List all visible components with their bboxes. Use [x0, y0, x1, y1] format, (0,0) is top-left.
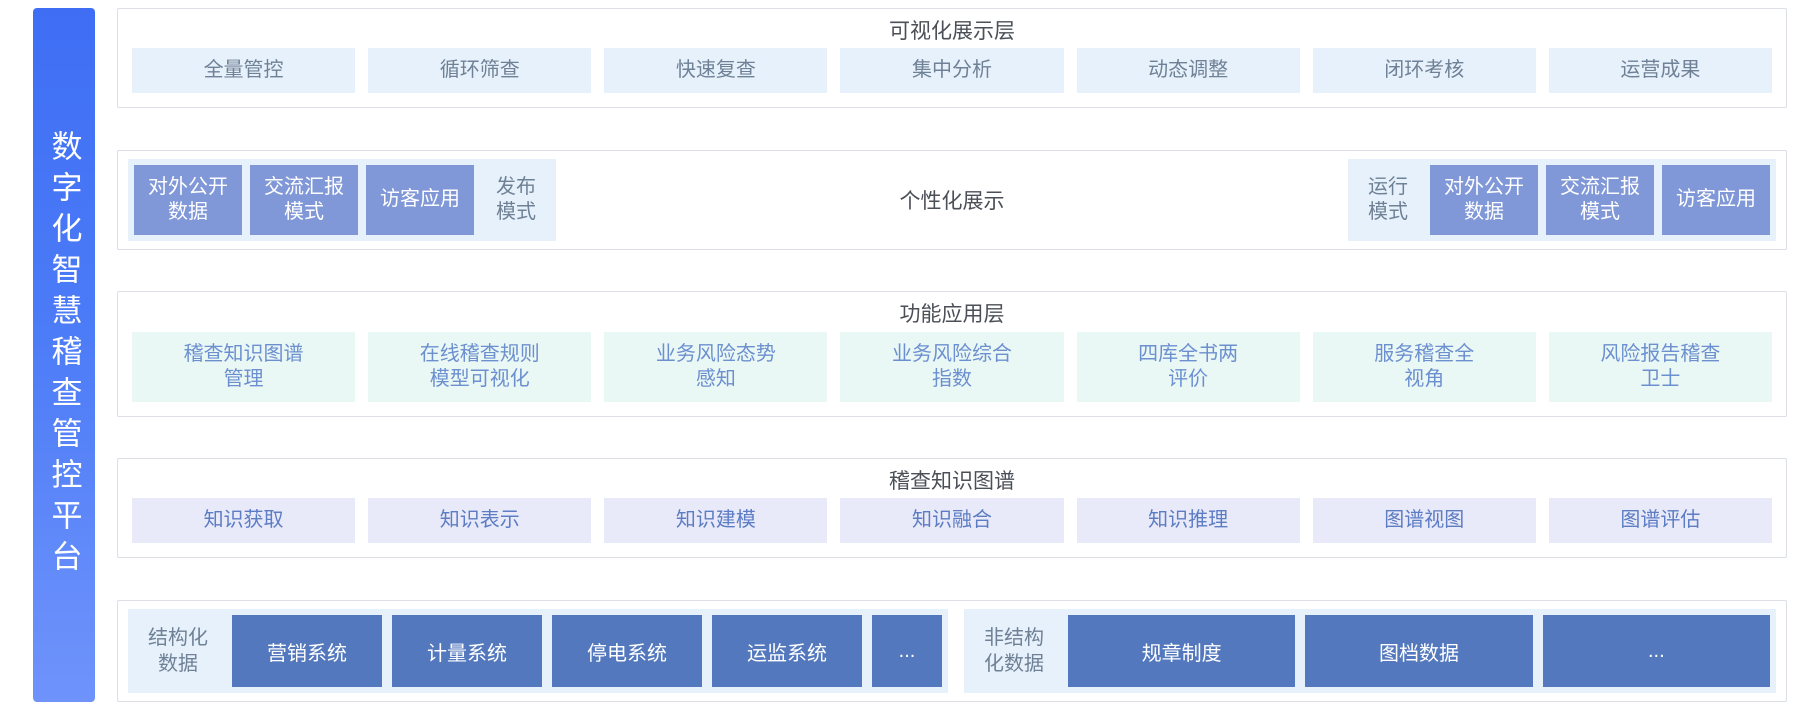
- data-box-unstructured-1[interactable]: 图档数据: [1305, 615, 1533, 687]
- data-box-unstructured-0[interactable]: 规章制度: [1068, 615, 1296, 687]
- data-box-unstructured-more[interactable]: ...: [1542, 615, 1770, 687]
- chip-visualization-5[interactable]: 闭环考核: [1312, 48, 1536, 94]
- mode-box-left-3[interactable]: 发布 模式: [496, 175, 536, 223]
- layer-visualization: 可视化展示层 全量管控 循环筛查 快速复查 集中分析 动态调整 闭环考核 运营成…: [117, 8, 1787, 109]
- layer-visualization-items: 全量管控 循环筛查 快速复查 集中分析 动态调整 闭环考核 运营成果: [118, 48, 1786, 107]
- chip-knowledge-0[interactable]: 知识获取: [132, 498, 356, 544]
- chip-visualization-1[interactable]: 循环筛查: [368, 48, 592, 94]
- data-box-structured-2[interactable]: 停电系统: [552, 615, 702, 687]
- chip-knowledge-1[interactable]: 知识表示: [368, 498, 592, 544]
- layer-visualization-title: 可视化展示层: [889, 20, 1015, 43]
- layer-personalized-display: 对外公开 数据 交流汇报 模式 访客应用 发布 模式 个性化展示 运行 模式 对…: [117, 149, 1787, 250]
- personalized-right-group: 运行 模式 对外公开 数据 交流汇报 模式 访客应用: [1348, 158, 1776, 241]
- chip-functional-6[interactable]: 风险报告稽查 卫士: [1548, 331, 1772, 402]
- personalized-display-title: 个性化展示: [899, 189, 1005, 213]
- chip-functional-0[interactable]: 稽查知识图谱 管理: [132, 331, 356, 402]
- chip-knowledge-3[interactable]: 知识融合: [840, 498, 1064, 544]
- chip-visualization-0[interactable]: 全量管控: [132, 48, 356, 94]
- chip-visualization-4[interactable]: 动态调整: [1076, 48, 1300, 94]
- mode-box-right-0[interactable]: 运行 模式: [1368, 175, 1408, 223]
- structured-data-label: 结构化 数据: [148, 627, 208, 675]
- mode-box-right-2[interactable]: 交流汇报 模式: [1546, 164, 1654, 235]
- layer-knowledge-graph-items: 知识获取 知识表示 知识建模 知识融合 知识推理 图谱视图 图谱评估: [118, 498, 1786, 557]
- chip-functional-4[interactable]: 四库全书两 评价: [1076, 331, 1300, 402]
- data-box-structured-more[interactable]: ...: [872, 615, 942, 687]
- layer-knowledge-graph: 稽查知识图谱 知识获取 知识表示 知识建模 知识融合 知识推理 图谱视图 图谱评…: [117, 458, 1787, 559]
- layer-knowledge-graph-title: 稽查知识图谱: [889, 470, 1015, 494]
- data-box-structured-0[interactable]: 营销系统: [232, 615, 382, 687]
- chip-knowledge-2[interactable]: 知识建模: [604, 498, 828, 544]
- data-box-structured-3[interactable]: 运监系统: [712, 615, 862, 687]
- mode-box-left-0[interactable]: 对外公开 数据: [134, 164, 242, 235]
- unstructured-data-label: 非结构 化数据: [984, 627, 1044, 675]
- platform-title: 数字化智慧稽查管控平台: [46, 129, 82, 581]
- mode-box-right-1[interactable]: 对外公开 数据: [1430, 164, 1538, 235]
- chip-functional-5[interactable]: 服务稽查全 视角: [1312, 331, 1536, 402]
- chip-knowledge-6[interactable]: 图谱评估: [1548, 498, 1772, 544]
- data-box-structured-1[interactable]: 计量系统: [392, 615, 542, 687]
- mode-box-right-3[interactable]: 访客应用: [1662, 164, 1770, 235]
- chip-visualization-2[interactable]: 快速复查: [604, 48, 828, 94]
- layer-functional-title: 功能应用层: [899, 303, 1005, 327]
- chip-knowledge-5[interactable]: 图谱视图: [1312, 498, 1536, 544]
- chip-functional-2[interactable]: 业务风险态势 感知: [604, 331, 828, 402]
- chip-functional-1[interactable]: 在线稽查规则 模型可视化: [368, 331, 592, 402]
- structured-data-group: 结构化 数据 营销系统 计量系统 停电系统 运监系统 ...: [128, 609, 948, 693]
- mode-box-left-2[interactable]: 访客应用: [366, 164, 474, 235]
- layer-functional-items: 稽查知识图谱 管理 在线稽查规则 模型可视化 业务风险态势 感知 业务风险综合 …: [118, 331, 1786, 416]
- layer-functional-application: 功能应用层 稽查知识图谱 管理 在线稽查规则 模型可视化 业务风险态势 感知 业…: [117, 291, 1787, 417]
- mode-box-left-1[interactable]: 交流汇报 模式: [250, 164, 358, 235]
- personalized-left-group: 对外公开 数据 交流汇报 模式 访客应用 发布 模式: [128, 158, 556, 241]
- layer-stack: 可视化展示层 全量管控 循环筛查 快速复查 集中分析 动态调整 闭环考核 运营成…: [95, 0, 1815, 710]
- chip-functional-3[interactable]: 业务风险综合 指数: [840, 331, 1064, 402]
- chip-visualization-6[interactable]: 运营成果: [1548, 48, 1772, 94]
- chip-knowledge-4[interactable]: 知识推理: [1076, 498, 1300, 544]
- unstructured-data-group: 非结构 化数据 规章制度 图档数据 ...: [964, 609, 1776, 693]
- layer-data-sources: 结构化 数据 营销系统 计量系统 停电系统 运监系统 ... 非结构 化数据 规…: [117, 600, 1787, 702]
- chip-visualization-3[interactable]: 集中分析: [840, 48, 1064, 94]
- platform-title-bar: 数字化智慧稽查管控平台: [33, 8, 95, 702]
